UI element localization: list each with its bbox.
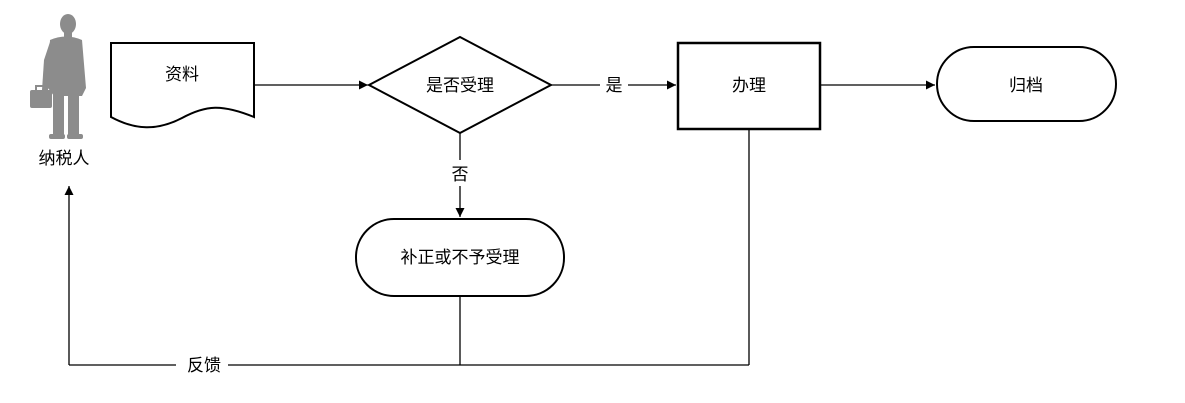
- edge-no-label: 否: [452, 165, 469, 185]
- node-process-label: 办理: [732, 76, 766, 96]
- node-accept-decision: [366, 35, 554, 135]
- person-with-briefcase-icon: [30, 14, 86, 139]
- node-materials-label: 资料: [165, 65, 199, 85]
- node-accept-decision-label: 是否受理: [426, 76, 494, 96]
- node-process: [676, 41, 822, 131]
- node-archive: [936, 46, 1117, 122]
- node-materials: [110, 42, 255, 129]
- edge-yes-label: 是: [606, 76, 623, 96]
- node-archive-label: 归档: [1009, 76, 1043, 96]
- edge-feedback-label-bg: [176, 352, 228, 378]
- edge-no-label-bg: [448, 160, 472, 186]
- edge-yes-label-bg: [600, 73, 628, 97]
- edge-feedback-label: 反馈: [187, 356, 221, 376]
- node-correct-or-reject: [355, 218, 565, 297]
- actor-label: 纳税人: [39, 149, 90, 169]
- node-correct-or-reject-label: 补正或不予受理: [401, 248, 520, 268]
